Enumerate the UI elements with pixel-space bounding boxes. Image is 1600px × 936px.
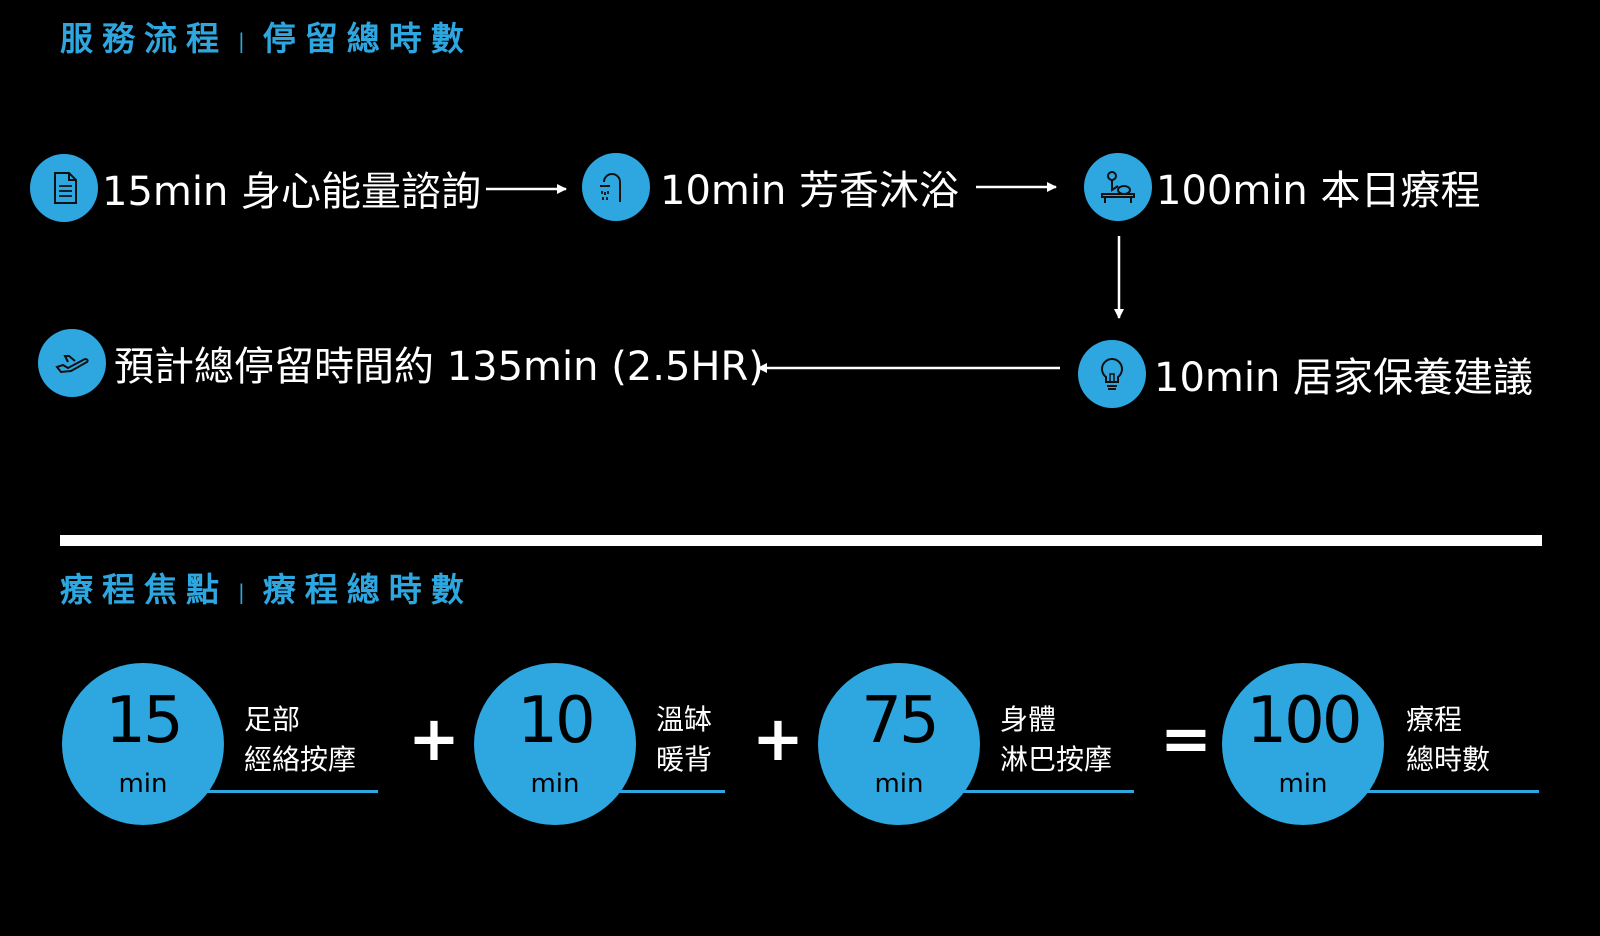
treatment-underline <box>1366 790 1539 793</box>
duration-unit: min <box>118 769 168 799</box>
treatment-label-line1: 足部 <box>244 703 301 736</box>
heading-separator: | <box>238 579 245 604</box>
treatment-label-line2: 總時數 <box>1406 743 1491 776</box>
heading-separator: | <box>238 28 245 53</box>
treatment-heading-right: 療程總時數 <box>262 570 473 609</box>
massage-table-icon <box>1084 153 1152 221</box>
step-label: 預計總停留時間約 135min (2.5HR) <box>114 344 764 390</box>
duration-unit: min <box>530 769 580 799</box>
duration-value: 75 <box>861 684 939 758</box>
process-heading-left: 服務流程 <box>60 19 228 58</box>
process-heading-right: 停留總時數 <box>262 19 473 58</box>
treatment-label-lymph-massage: 身體 淋巴按摩 <box>1000 700 1112 780</box>
document-icon <box>30 154 98 222</box>
duration-unit: min <box>1278 769 1328 799</box>
section-divider <box>60 535 1542 546</box>
duration-value: 100 <box>1246 684 1362 758</box>
equals-operator: = <box>1160 702 1212 775</box>
treatment-label-warm-bowl-back: 溫缽 暖背 <box>656 700 712 780</box>
lightbulb-icon <box>1078 340 1146 408</box>
treatment-label-line2: 淋巴按摩 <box>1000 743 1113 776</box>
shower-icon <box>582 153 650 221</box>
duration-circle-foot-massage: 15 min <box>62 663 224 825</box>
treatment-label-total: 療程 總時數 <box>1406 700 1490 780</box>
treatment-underline <box>206 790 378 793</box>
step-aroma-bath: 10min 芳香沐浴 <box>582 153 959 221</box>
step-label: 100min 本日療程 <box>1156 168 1481 214</box>
treatment-label-line1: 溫缽 <box>656 703 713 736</box>
duration-unit: min <box>874 769 924 799</box>
step-consultation: 15min 身心能量諮詢 <box>30 154 481 222</box>
step-total-stay: 預計總停留時間約 135min (2.5HR) <box>38 329 764 397</box>
plus-operator: + <box>752 702 804 775</box>
step-home-care-advice: 10min 居家保養建議 <box>1078 340 1533 408</box>
step-label: 10min 居家保養建議 <box>1154 355 1534 401</box>
duration-circle-total: 100 min <box>1222 663 1384 825</box>
treatment-label-line1: 身體 <box>1000 703 1057 736</box>
treatment-label-foot-massage: 足部 經絡按摩 <box>244 700 356 780</box>
airplane-icon <box>38 329 106 397</box>
treatment-heading: 療程焦點 | 療程總時數 <box>60 563 473 611</box>
process-heading: 服務流程 | 停留總時數 <box>60 12 473 60</box>
treatment-label-line2: 經絡按摩 <box>244 743 357 776</box>
treatment-underline <box>962 790 1134 793</box>
duration-value: 15 <box>105 684 183 758</box>
step-label: 10min 芳香沐浴 <box>660 168 960 214</box>
plus-operator: + <box>408 702 460 775</box>
duration-value: 10 <box>517 684 595 758</box>
step-treatment: 100min 本日療程 <box>1084 153 1481 221</box>
duration-circle-lymph-massage: 75 min <box>818 663 980 825</box>
treatment-underline <box>618 790 725 793</box>
duration-circle-warm-bowl-back: 10 min <box>474 663 636 825</box>
treatment-label-line2: 暖背 <box>656 743 713 776</box>
step-label: 15min 身心能量諮詢 <box>102 169 482 215</box>
treatment-label-line1: 療程 <box>1406 703 1463 736</box>
treatment-heading-left: 療程焦點 <box>60 570 228 609</box>
